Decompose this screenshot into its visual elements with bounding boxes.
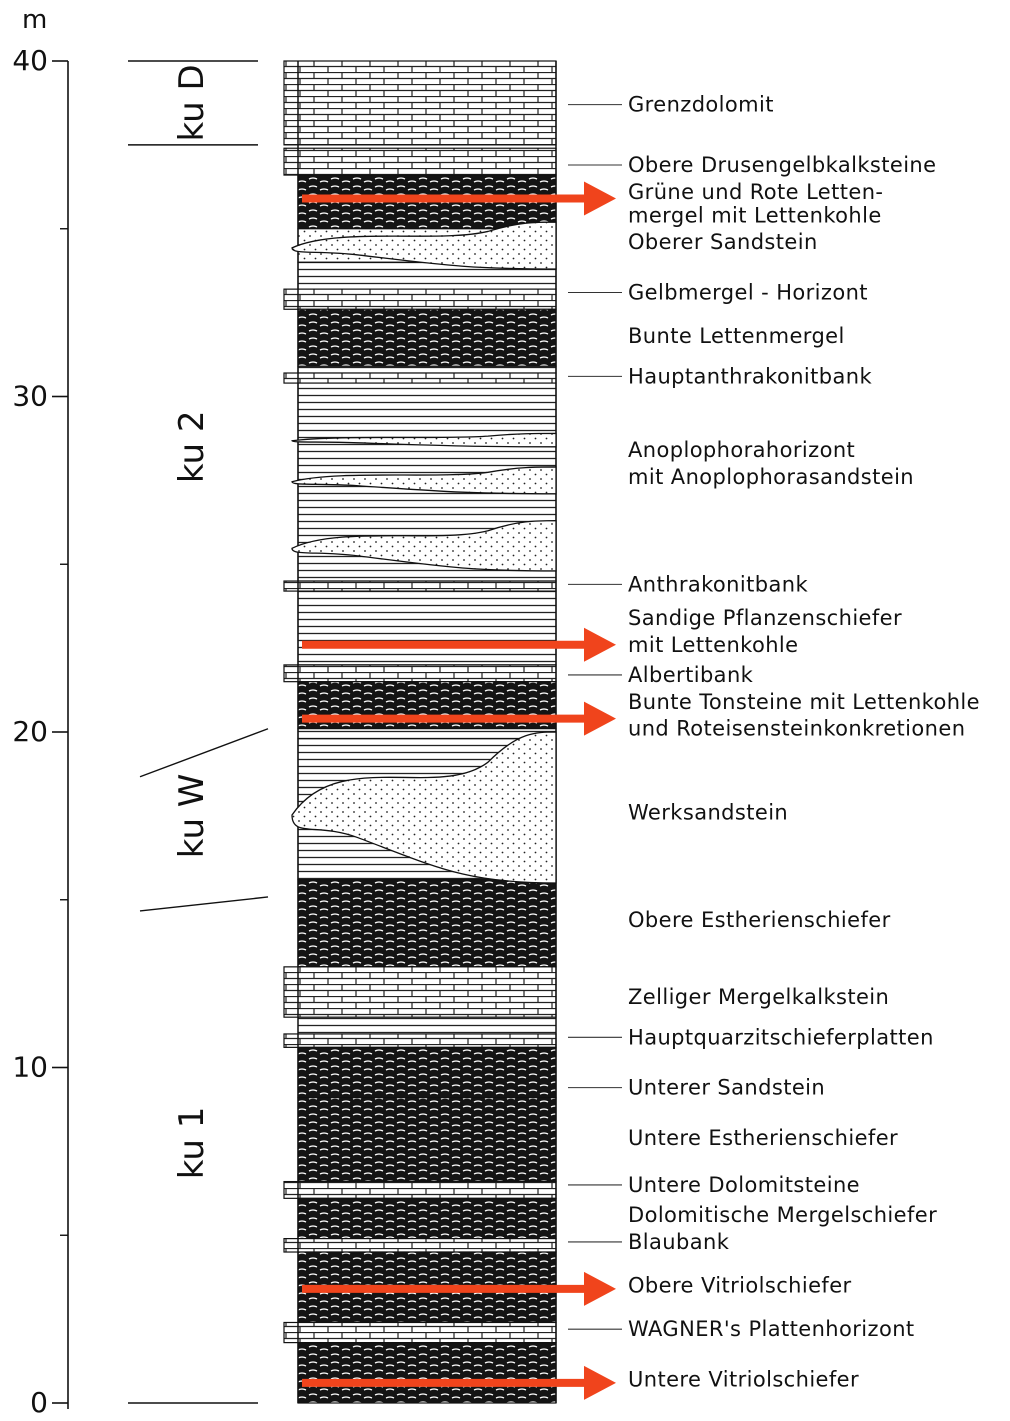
unit-name-label: ku 2 (172, 411, 212, 484)
layer-label: Bunte Tonsteine mit Lettenkohle (628, 690, 980, 714)
sandstone-lenses (291, 221, 557, 884)
lithology-bed-shale (297, 590, 557, 666)
lithology-bed-carbonate (283, 288, 557, 310)
layer-label: Bunte Lettenmergel (628, 324, 845, 348)
layer-label: Sandige Pflanzenschiefer (628, 606, 902, 630)
axis-unit-label: m (22, 5, 47, 35)
depth-axis: 0 10 20 30 40 m (12, 5, 69, 1419)
layer-label: Albertibank (628, 663, 754, 687)
lithology-bed-carbonate (283, 1180, 557, 1199)
lithology-bed-carbonate (283, 580, 557, 592)
layer-label: Untere Dolomitsteine (628, 1173, 860, 1197)
lithology-bed-shale (297, 365, 557, 374)
lithology-bed-shale (297, 728, 557, 740)
axis-tick-label: 0 (30, 1386, 48, 1419)
unit-brackets: ku D ku 2 ku W ku 1 (128, 60, 269, 1404)
unit-name-label: ku W (172, 774, 212, 859)
lithology-bed-carbonate (283, 147, 557, 176)
lithology-bed-mudstone (297, 1046, 557, 1099)
layer-label: Grenzdolomit (628, 93, 774, 117)
unit-boundary-line (139, 728, 269, 778)
highlight-arrow-head (584, 181, 616, 216)
layer-label: mit Anoplophorasandstein (628, 465, 914, 489)
highlight-arrow-head (584, 701, 616, 736)
layer-label: Untere Estherienschiefer (628, 1126, 898, 1150)
unit-boundary-line (139, 896, 269, 912)
layer-label: Gelbmergel - Horizont (628, 280, 868, 304)
lithology-bed-mudstone (297, 308, 557, 367)
layer-label: und Roteisensteinkonkretionen (628, 717, 965, 741)
lithology-bed-mudstone (297, 879, 557, 968)
layer-label: Hauptquarzitschieferplatten (628, 1025, 934, 1049)
lithology-bed-carbonate (283, 664, 557, 683)
sandstone-lens (291, 432, 557, 448)
unit-name-label: ku D (172, 64, 212, 141)
layer-label: Hauptanthrakonitbank (628, 364, 873, 388)
lithology-bed-mudstone (297, 1342, 557, 1404)
layer-label: Anthrakonitbank (628, 572, 808, 596)
sandstone-lens (291, 519, 557, 572)
lithology-bed-carbonate (283, 60, 557, 146)
layer-label: Obere Drusengelbkalksteine (628, 153, 936, 177)
layer-label: Blaubank (628, 1230, 730, 1254)
highlight-arrow-head (584, 1365, 616, 1400)
layer-label: WAGNER's Plattenhorizont (628, 1317, 915, 1341)
layer-label: Werksandstein (628, 801, 788, 825)
axis-tick-label: 20 (12, 715, 48, 748)
lithology-bed-carbonate (283, 966, 557, 1018)
layer-label: mergel mit Lettenkohle (628, 203, 882, 227)
highlight-arrow-head (584, 627, 616, 662)
lithology-bed-carbonate (283, 1238, 557, 1253)
lithology-bed-carbonate (283, 1321, 557, 1344)
lithology-bed-carbonate (283, 372, 557, 384)
layer-label: Unterer Sandstein (628, 1076, 825, 1100)
lithology-bed-mudstone (297, 1097, 557, 1183)
layer-label: Zelliger Mergelkalkstein (628, 985, 889, 1009)
sandstone-lens (291, 221, 557, 270)
layer-label: Grüne und Rote Letten- (628, 180, 883, 204)
highlight-arrow-head (584, 1271, 616, 1306)
layer-label: mit Lettenkohle (628, 633, 798, 657)
axis-tick-label: 30 (12, 380, 48, 413)
layer-label: Untere Vitriolschiefer (628, 1368, 859, 1392)
layer-label: Oberer Sandstein (628, 230, 818, 254)
axis-tick-label: 40 (12, 44, 48, 77)
lithology-bed-mudstone (297, 1197, 557, 1240)
sandstone-lens (291, 466, 557, 495)
layer-label: Anoplophorahorizont (628, 438, 855, 462)
unit-name-label: ku 1 (172, 1107, 212, 1180)
lithology-bed-carbonate (283, 1033, 557, 1048)
layer-label: Obere Estherienschiefer (628, 908, 891, 932)
sandstone-lens (291, 731, 557, 884)
layer-label: Obere Vitriolschiefer (628, 1274, 852, 1298)
axis-tick-label: 10 (12, 1051, 48, 1084)
layer-label: Dolomitische Mergelschiefer (628, 1203, 937, 1227)
highlight-arrows (302, 181, 616, 1400)
